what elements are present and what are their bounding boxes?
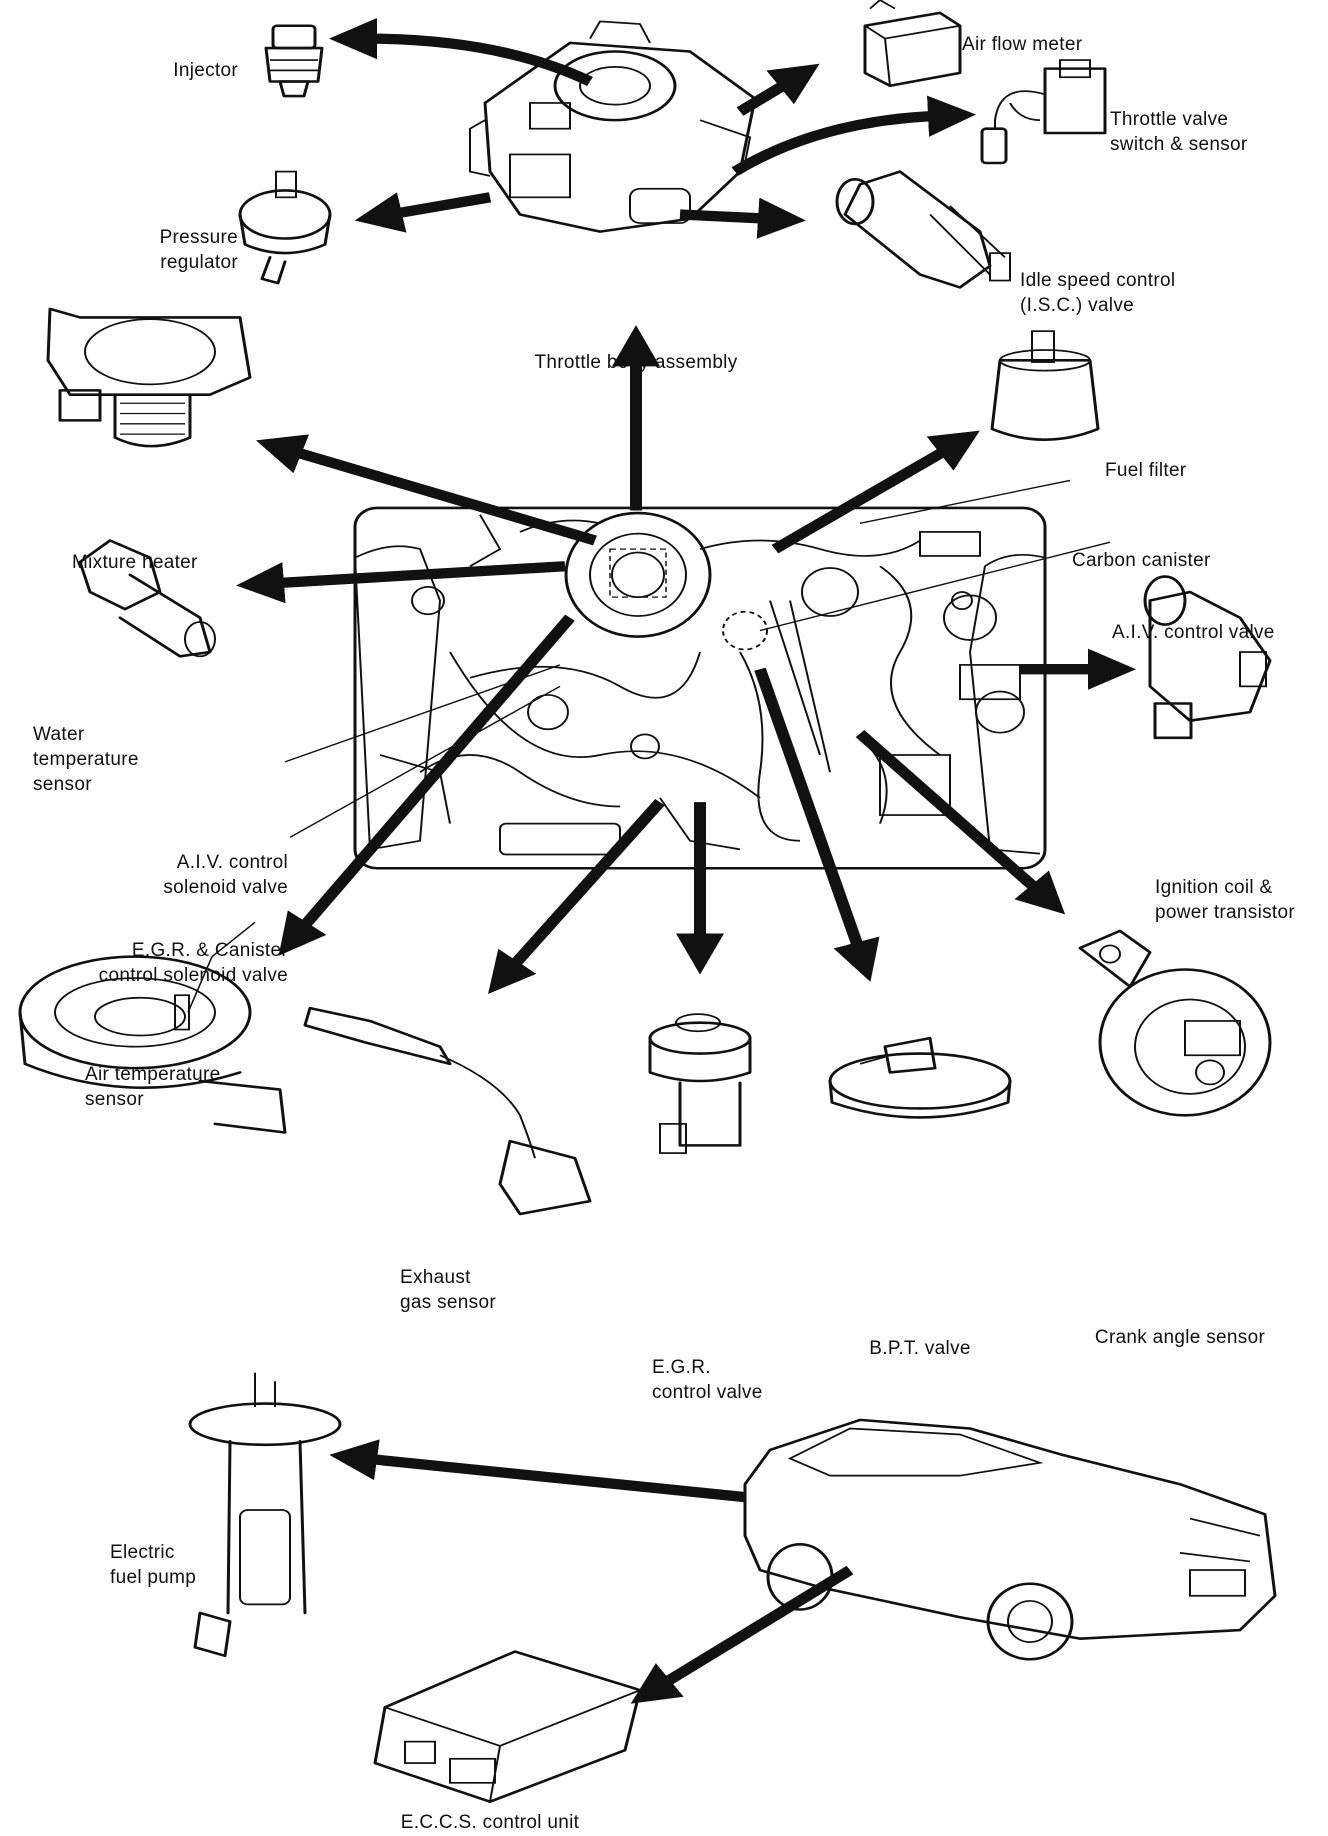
callout-arrows (236, 18, 1136, 1704)
vehicle-illustration (743, 1418, 1277, 1661)
mixture-heater-illustration (46, 307, 252, 448)
pressure-regulator-illustration (238, 170, 332, 285)
label-egr-control-valve: E.G.R. control valve (652, 1357, 763, 1403)
label-mixture-heater: Mixture heater (72, 552, 198, 573)
label-electric-fuel-pump: Electric fuel pump (110, 1542, 197, 1588)
air-flow-meter-illustration (863, 0, 962, 88)
water-temp-sensor-illustration (78, 539, 216, 658)
label-exhaust-gas-sensor: Exhaust gas sensor (400, 1267, 496, 1313)
ignition-coil-illustration (1143, 575, 1272, 740)
label-isc-valve: Idle speed control (I.S.C.) valve (1020, 270, 1176, 316)
crank-angle-sensor-illustration (1078, 929, 1272, 1117)
egr-valve-illustration (648, 1013, 752, 1154)
label-crank-angle-sensor: Crank angle sensor (1094, 1327, 1266, 1348)
label-fuel-filter: Fuel filter (1105, 460, 1187, 481)
fuel-filter-illustration (990, 330, 1100, 441)
label-throttle-body: Throttle body assembly (534, 352, 738, 373)
label-eccs-control-unit: E.C.C.S. control unit (400, 1812, 580, 1833)
label-air-flow-meter: Air flow meter (962, 34, 1083, 55)
throttle-body-illustration (469, 20, 757, 233)
label-aiv-control-valve: A.I.V. control valve (1112, 622, 1275, 643)
electric-fuel-pump-illustration (188, 1372, 342, 1658)
eccs-control-unit-illustration (373, 1650, 642, 1803)
leader-lines (187, 479, 1111, 1013)
label-bpt-valve: B.P.T. valve (869, 1338, 971, 1359)
exhaust-gas-sensor-illustration (303, 1006, 592, 1216)
label-aiv-solenoid: A.I.V. control solenoid valve (163, 852, 288, 898)
label-carbon-canister: Carbon canister (1072, 550, 1211, 571)
label-pressure-regulator: Pressure regulator (159, 227, 238, 273)
bpt-valve-illustration (828, 1036, 1012, 1119)
injector-illustration (264, 24, 324, 98)
label-throttle-valve-switch: Throttle valve switch & sensor (1110, 109, 1248, 155)
label-injector: Injector (173, 60, 238, 81)
label-ignition-coil: Ignition coil & power transistor (1155, 877, 1295, 923)
label-air-temp-sensor: Air temperature sensor (85, 1064, 221, 1110)
label-egr-canister-solenoid: E.G.R. & Canister control solenoid valve (98, 940, 288, 986)
label-water-temp-sensor: Water temperature sensor (33, 724, 139, 795)
air-temp-sensor-illustration (18, 955, 287, 1134)
isc-valve-illustration (835, 170, 1011, 289)
throttle-valve-switch-illustration (980, 59, 1107, 165)
